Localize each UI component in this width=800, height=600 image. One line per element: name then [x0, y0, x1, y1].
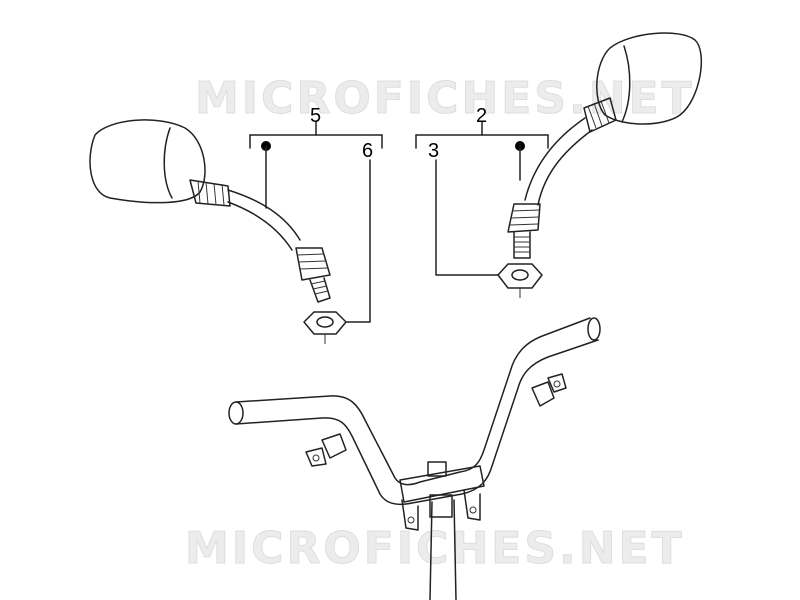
callout-bracket-left	[249, 121, 383, 323]
callout-6: 6	[362, 140, 373, 162]
watermark-top: MICROFICHES.NET	[195, 73, 695, 124]
callout-2: 2	[476, 105, 487, 127]
right-mirror	[507, 32, 703, 259]
left-mirror	[89, 119, 331, 303]
watermark-bottom: MICROFICHES.NET	[185, 523, 685, 574]
callout-bracket-right	[415, 121, 549, 276]
handlebar	[228, 317, 601, 600]
left-nut	[303, 311, 347, 344]
right-nut	[497, 263, 543, 298]
callout-5: 5	[310, 105, 321, 127]
callout-3: 3	[428, 140, 439, 162]
